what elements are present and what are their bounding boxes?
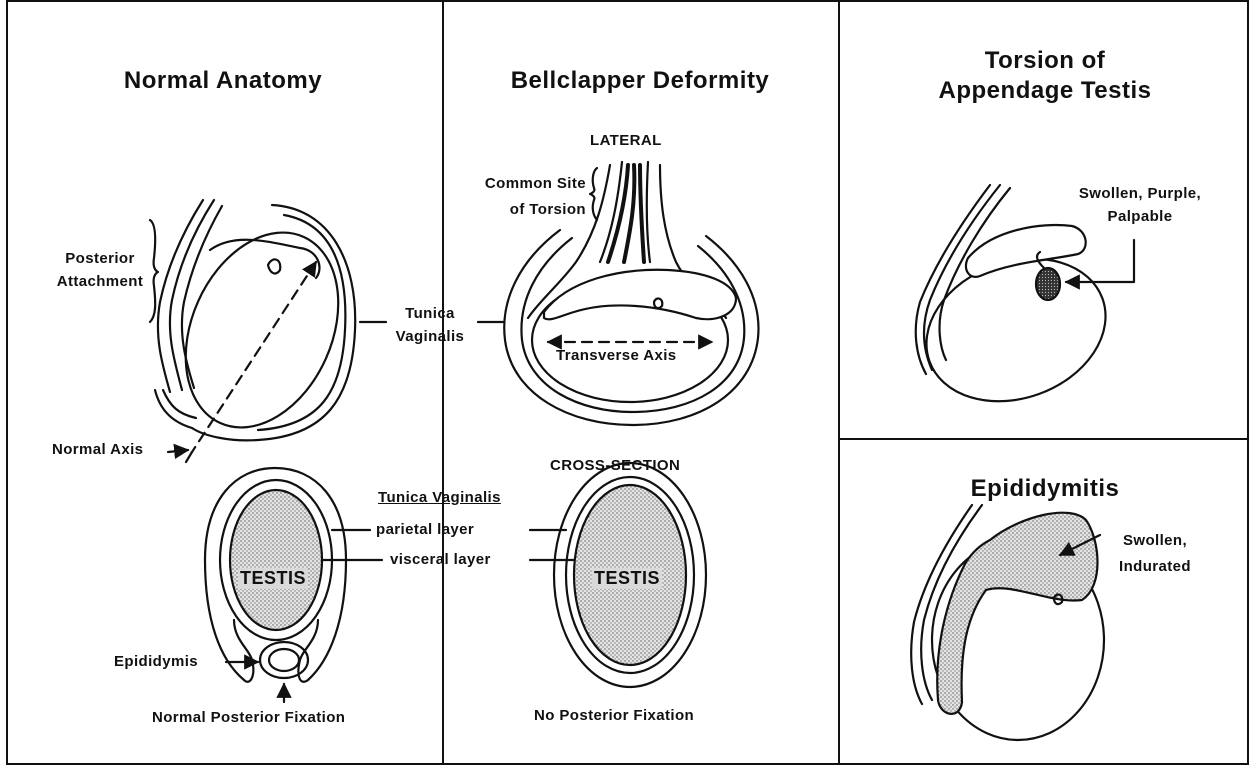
normal-axis-label: Normal Axis bbox=[52, 440, 143, 460]
visceral-layer-label: visceral layer bbox=[390, 550, 491, 570]
epididymitis-note-line-1: Swollen, bbox=[1100, 531, 1210, 551]
normal-fixation-label: Normal Posterior Fixation bbox=[152, 708, 345, 728]
posterior-attachment-label-line-2: Attachment bbox=[50, 272, 150, 292]
normal-lateral-drawing bbox=[150, 200, 386, 462]
tunica-vaginalis-label-line-1: Tunica bbox=[380, 304, 480, 324]
epididymitis-title: Epididymitis bbox=[880, 474, 1210, 503]
parietal-layer-label: parietal layer bbox=[376, 520, 474, 540]
bellclapper-title: Bellclapper Deformity bbox=[470, 66, 810, 95]
normal-anatomy-title: Normal Anatomy bbox=[88, 66, 358, 95]
epididymitis-note-line-2: Indurated bbox=[1100, 557, 1210, 577]
epididymis-label: Epididymis bbox=[114, 652, 198, 672]
tunica-vaginalis-label-line-2: Vaginalis bbox=[380, 327, 480, 347]
appendage-title-line-1: Torsion of bbox=[880, 46, 1210, 75]
transverse-axis-label: Transverse Axis bbox=[556, 346, 677, 366]
appendage-title-line-2: Appendage Testis bbox=[880, 76, 1210, 105]
epididymitis-drawing bbox=[911, 505, 1104, 740]
normal-testis-label: TESTIS bbox=[238, 568, 308, 589]
posterior-attachment-label-line-1: Posterior bbox=[50, 249, 150, 269]
common-site-label-line-2: of Torsion bbox=[450, 200, 586, 220]
lateral-label: LATERAL bbox=[590, 131, 662, 151]
appendage-note-line-2: Palpable bbox=[1050, 207, 1230, 227]
appendage-note-line-1: Swollen, Purple, bbox=[1050, 184, 1230, 204]
no-fixation-label: No Posterior Fixation bbox=[534, 706, 694, 726]
common-site-label-line-1: Common Site bbox=[450, 174, 586, 194]
cross-section-label: CROSS-SECTION bbox=[550, 456, 680, 476]
bellclapper-testis-label: TESTIS bbox=[592, 568, 662, 589]
tunica-vaginalis-heading: Tunica Vaginalis bbox=[378, 488, 501, 508]
